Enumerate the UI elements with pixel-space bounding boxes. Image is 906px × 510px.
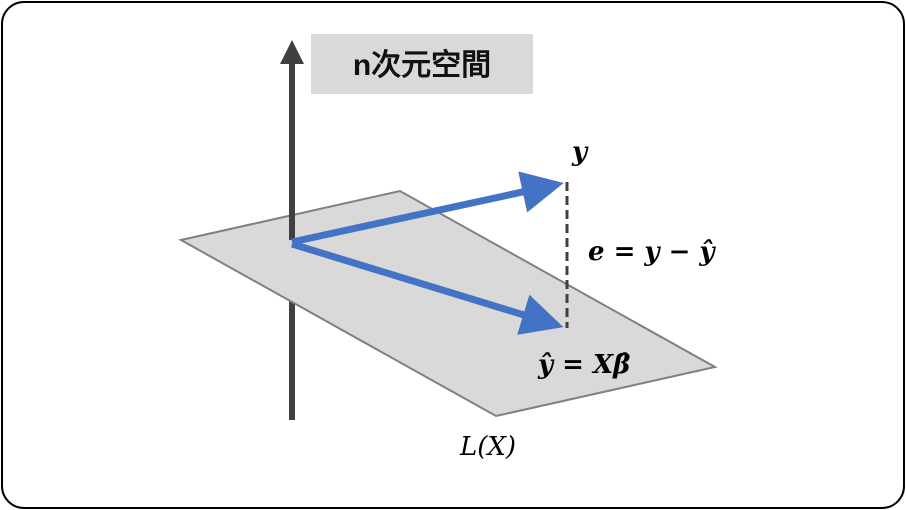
title: n次元空間 — [353, 49, 491, 82]
y-label: y — [571, 137, 589, 167]
title-box — [311, 34, 533, 94]
fitted-vector — [290, 240, 564, 335]
fitted-label: ŷ = Xβ̂ — [537, 350, 630, 380]
residual-label: e = y − ŷ — [588, 237, 716, 267]
y-vector — [291, 171, 564, 246]
subspace-label: L(X) — [459, 432, 516, 462]
